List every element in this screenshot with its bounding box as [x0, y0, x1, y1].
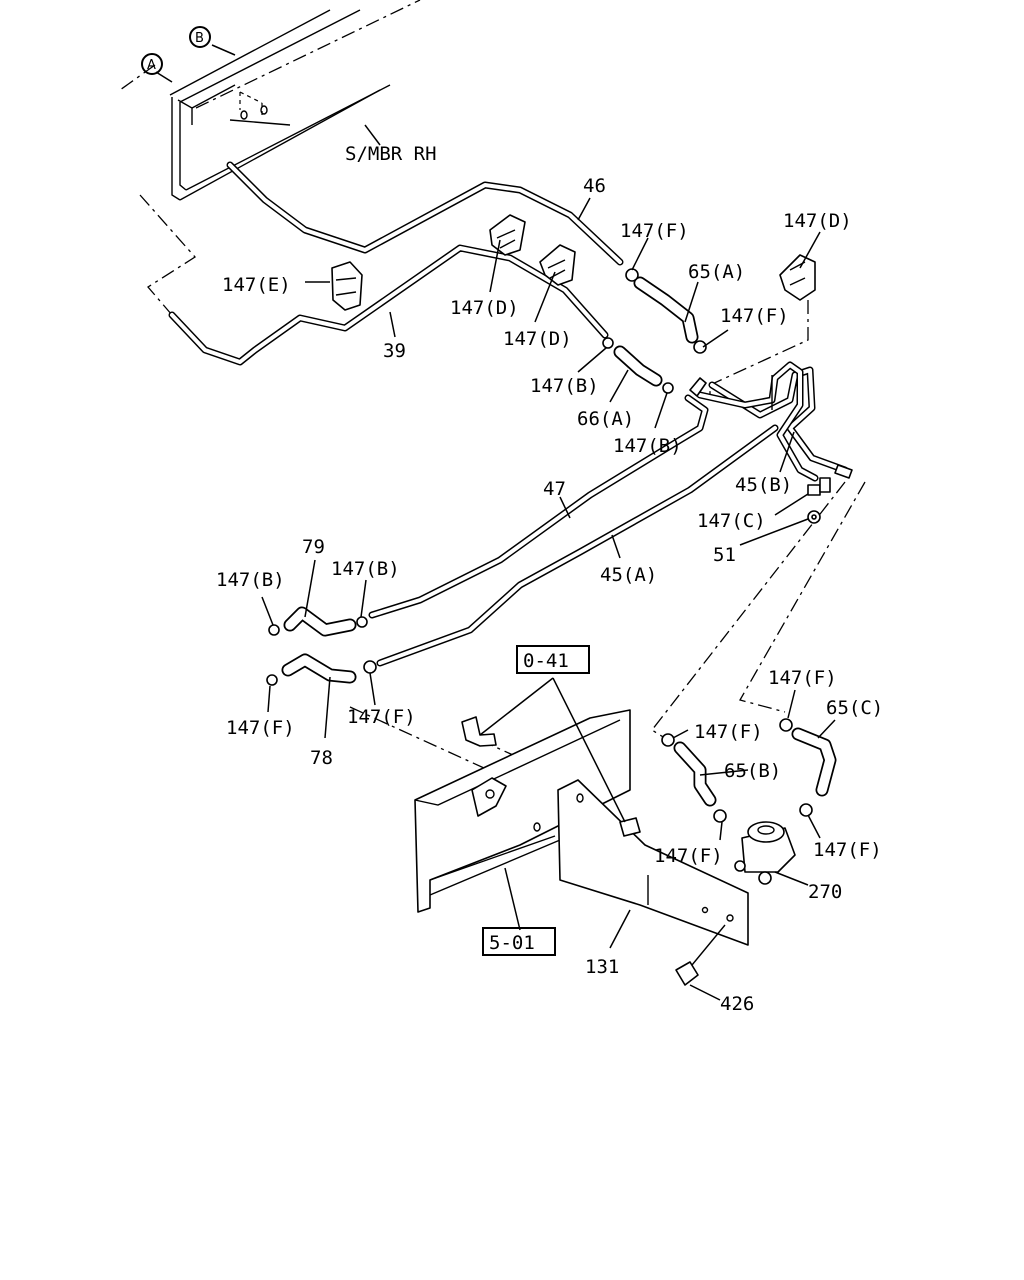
clip-147d-right [779, 254, 816, 301]
hose-65b [673, 741, 717, 807]
label-147f-1: 147(F) [620, 220, 689, 242]
label-39: 39 [383, 340, 406, 362]
ref-box-0-41: 0-41 [516, 645, 590, 674]
label-147e: 147(E) [222, 274, 291, 296]
label-147f-8: 147(F) [813, 839, 882, 861]
label-65a: 65(A) [688, 261, 745, 283]
label-65c: 65(C) [826, 697, 883, 719]
clamps-147 [266, 268, 831, 823]
part-labels: 46 147(F) 147(D) 65(A) 147(E) 147(D) 147… [216, 175, 883, 1015]
label-147f-5: 147(F) [347, 706, 416, 728]
callout-b: B [189, 26, 211, 48]
label-65b: 65(B) [724, 760, 781, 782]
label-47: 47 [543, 478, 566, 500]
callout-a: A [141, 53, 163, 75]
fitting-45b-end [834, 464, 853, 479]
label-78: 78 [310, 747, 333, 769]
pipe-45b-bundle [696, 361, 849, 482]
label-147f-4: 147(F) [226, 717, 295, 739]
fitting-47-end [689, 377, 707, 397]
ref-0-41-text: 0-41 [523, 650, 569, 672]
bolt-426 [675, 924, 726, 986]
pipe-39 [168, 244, 609, 366]
label-147f-3: 147(F) [768, 667, 837, 689]
ref-5-01-text: 5-01 [489, 932, 535, 954]
ref-box-5-01: 5-01 [482, 927, 556, 956]
hose-66a [613, 345, 663, 387]
label-147b-4: 147(B) [331, 558, 400, 580]
label-426: 426 [720, 993, 754, 1015]
bracket-131 [557, 779, 749, 946]
pipe-45a [376, 424, 779, 667]
hose-65c [791, 727, 837, 797]
clip-147d-lower [539, 244, 576, 286]
label-147f-2: 147(F) [720, 305, 789, 327]
label-147b-1: 147(B) [530, 375, 599, 397]
bolt-0-41 [461, 716, 497, 747]
label-45a: 45(A) [600, 564, 657, 586]
clip-147d-center [489, 214, 526, 256]
hose-78 [281, 653, 357, 684]
label-side-member: S/MBR RH [345, 143, 437, 165]
label-270: 270 [808, 881, 842, 903]
nut-0-41 [619, 817, 641, 837]
label-147b-3: 147(B) [216, 569, 285, 591]
leader-lines [261, 197, 836, 1001]
label-46: 46 [583, 175, 606, 197]
frame-member [414, 709, 631, 913]
label-147c: 147(C) [697, 510, 766, 532]
fuel-filter-270 [734, 821, 796, 885]
label-147d-1: 147(D) [783, 210, 852, 232]
label-147d-3: 147(D) [503, 328, 572, 350]
label-51: 51 [713, 544, 736, 566]
label-147d-2: 147(D) [450, 297, 519, 319]
label-131: 131 [585, 956, 619, 978]
label-79: 79 [302, 536, 325, 558]
label-147f-7: 147(F) [654, 845, 723, 867]
label-147b-2: 147(B) [613, 435, 682, 457]
clip-147e [331, 261, 363, 311]
hose-79 [283, 606, 357, 637]
pipe-46 [226, 161, 624, 266]
callout-b-letter: B [195, 31, 204, 46]
hose-65a [633, 276, 699, 344]
label-66a: 66(A) [577, 408, 634, 430]
side-member-rh [119, 0, 421, 201]
label-147f-6: 147(F) [694, 721, 763, 743]
callout-a-letter: A [147, 58, 156, 73]
pipe-47 [368, 394, 709, 619]
label-45b: 45(B) [735, 474, 792, 496]
